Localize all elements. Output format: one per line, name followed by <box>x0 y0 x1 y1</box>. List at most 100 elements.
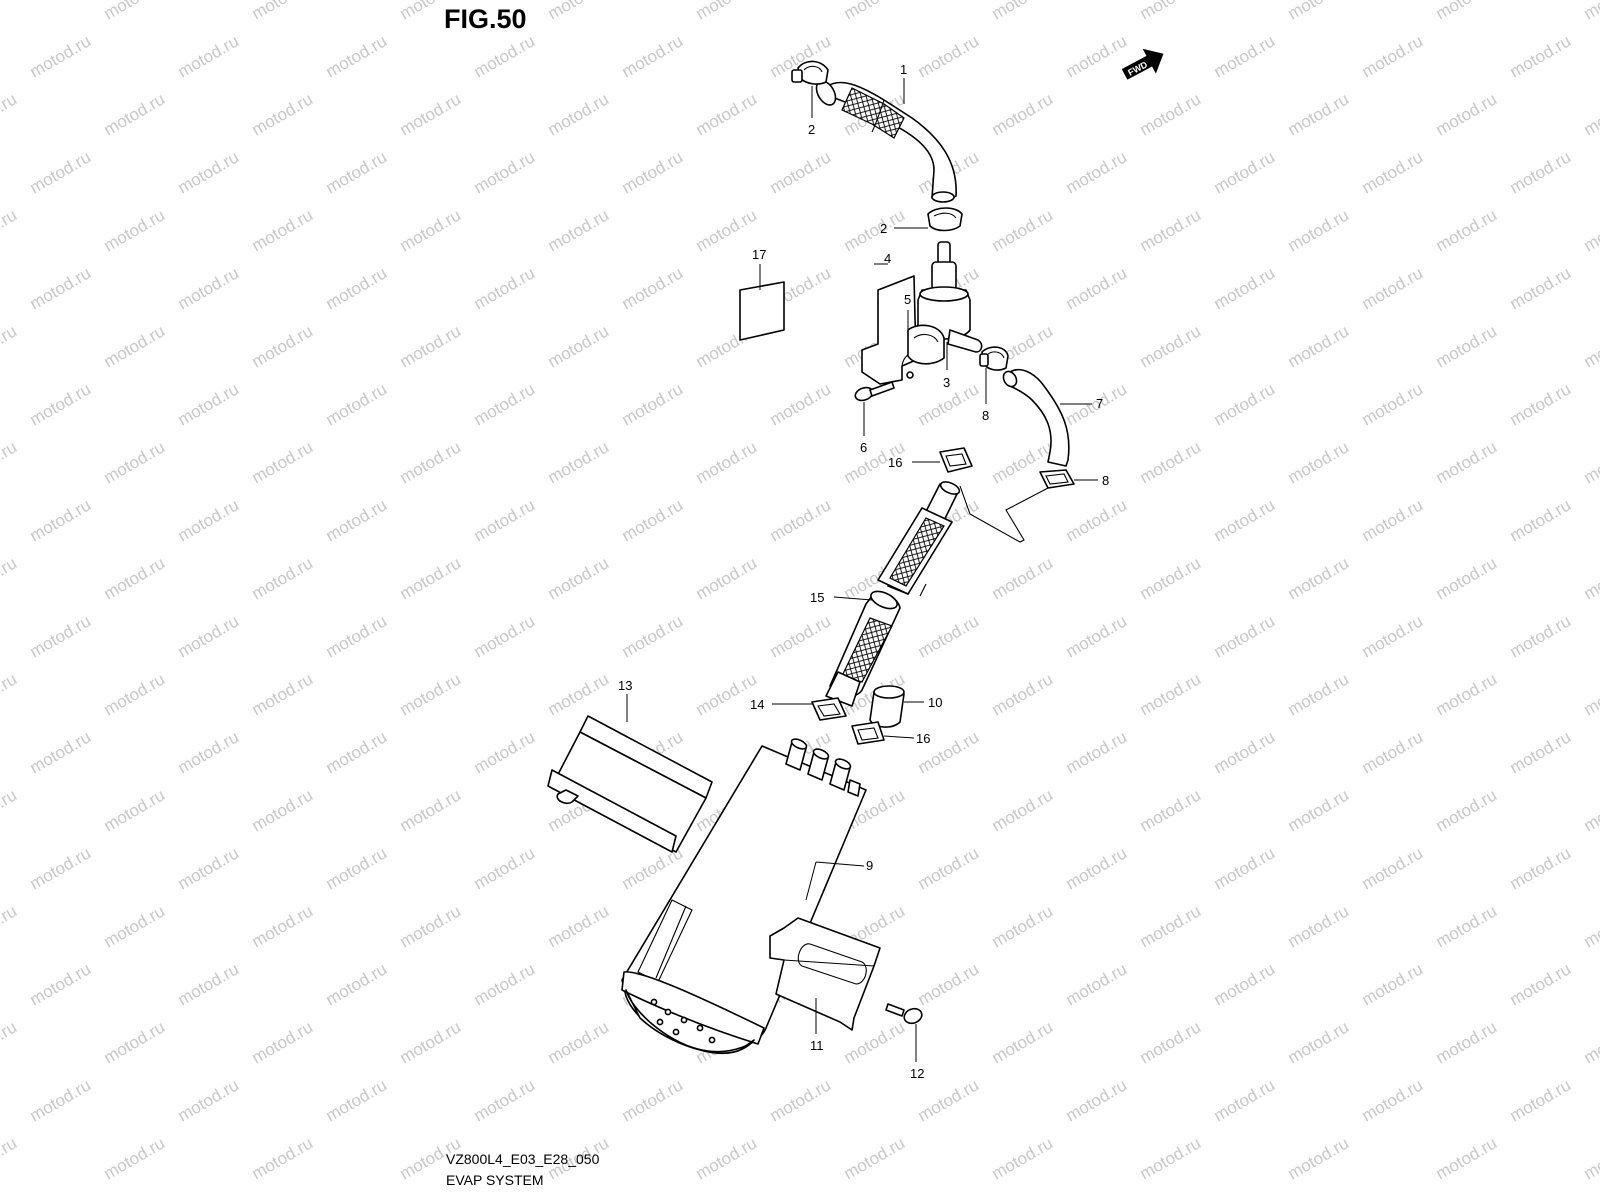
watermark-text: motod.ru <box>1137 785 1205 835</box>
watermark-text: motod.ru <box>175 611 243 661</box>
watermark-text: motod.ru <box>175 495 243 545</box>
part-1-hose <box>815 80 957 203</box>
watermark-text: motod.ru <box>693 0 761 23</box>
watermark-text: motod.ru <box>1285 205 1353 255</box>
watermark-text: motod.ru <box>0 205 20 255</box>
callout-1: 1 <box>900 62 907 77</box>
watermark-text: motod.ru <box>101 553 169 603</box>
watermark-text: motod.ru <box>0 89 20 139</box>
watermark-text: motod.ru <box>1285 1017 1353 1067</box>
watermark-text: motod.ru <box>1359 379 1427 429</box>
watermark-text: motod.ru <box>767 379 835 429</box>
watermark-text: motod.ru <box>0 0 20 23</box>
leader-lines <box>626 78 1098 1062</box>
watermark-text: motod.ru <box>1063 495 1131 545</box>
part-14-clamp <box>811 697 847 721</box>
watermark-text: motod.ru <box>323 959 391 1009</box>
watermark-text: motod.ru <box>323 263 391 313</box>
watermark-text: motod.ru <box>1137 553 1205 603</box>
callout-16-lower: 16 <box>916 731 930 746</box>
watermark-text: motod.ru <box>397 437 465 487</box>
watermark-text: motod.ru <box>249 1133 317 1183</box>
watermark-text: motod.ru <box>1063 843 1131 893</box>
callout-7: 7 <box>1096 396 1103 411</box>
part-16-clamp-lower <box>851 721 885 745</box>
watermark-text: motod.ru <box>1137 669 1205 719</box>
watermark-text: motod.ru <box>1433 437 1501 487</box>
watermark-text: motod.ru <box>249 1017 317 1067</box>
watermark-text: motod.ru <box>0 785 20 835</box>
watermark-text: motod.ru <box>323 31 391 81</box>
watermark-text: motod.ru <box>693 1133 761 1183</box>
watermark-text: motod.ru <box>545 205 613 255</box>
watermark-text: motod.ru <box>619 495 687 545</box>
watermark-text: motod.ru <box>323 379 391 429</box>
part-17-label <box>739 281 785 341</box>
watermark-text: motod.ru <box>1507 31 1575 81</box>
watermark-text: motod.ru <box>101 669 169 719</box>
watermark-text: motod.ru <box>1285 437 1353 487</box>
watermark-text: motod.ru <box>545 553 613 603</box>
watermark-text: motod.ru <box>915 611 983 661</box>
watermark-text: motod.ru <box>767 147 835 197</box>
watermark-text: motod.ru <box>1285 785 1353 835</box>
callout-15: 15 <box>810 590 824 605</box>
watermark-text: motod.ru <box>619 263 687 313</box>
callout-6: 6 <box>860 440 867 455</box>
watermark-text: motod.ru <box>101 785 169 835</box>
watermark-text: motod.ru <box>323 727 391 777</box>
watermark-text: motod.ru <box>1507 147 1575 197</box>
watermark-text: motod.ru <box>323 1075 391 1125</box>
watermark-text: motod.ru <box>397 1017 465 1067</box>
watermark-text: motod.ru <box>1359 263 1427 313</box>
watermark-text: motod.ru <box>1137 89 1205 139</box>
callout-14: 14 <box>750 697 764 712</box>
watermark-text: motod.ru <box>1359 31 1427 81</box>
watermark-text: motod.ru <box>841 0 909 23</box>
watermark-text: motod.ru <box>27 1075 95 1125</box>
watermark-text: motod.ru <box>1063 611 1131 661</box>
watermark-text: motod.ru <box>1507 959 1575 1009</box>
watermark-text: motod.ru <box>1581 553 1600 603</box>
watermark-text: motod.ru <box>249 669 317 719</box>
watermark-text: motod.ru <box>1137 321 1205 371</box>
watermark-text: motod.ru <box>1359 843 1427 893</box>
watermark-text: motod.ru <box>1507 611 1575 661</box>
part-2-clamp-upper <box>791 60 829 85</box>
watermark-text: motod.ru <box>619 31 687 81</box>
watermark-text: motod.ru <box>175 31 243 81</box>
callout-10: 10 <box>928 695 942 710</box>
watermark-text: motod.ru <box>471 611 539 661</box>
watermark-text: motod.ru <box>1433 205 1501 255</box>
watermark-text: motod.ru <box>471 495 539 545</box>
watermark-text: motod.ru <box>101 1017 169 1067</box>
watermark-text: motod.ru <box>175 147 243 197</box>
watermark-text: motod.ru <box>1581 89 1600 139</box>
watermark-text: motod.ru <box>323 147 391 197</box>
routing-line <box>959 485 1049 543</box>
watermark-text: motod.ru <box>1285 1133 1353 1183</box>
watermark-text: motod.ru <box>1433 321 1501 371</box>
watermark-text: motod.ru <box>0 553 20 603</box>
part-15-hose-lower <box>825 590 901 707</box>
watermark-text: motod.ru <box>1211 31 1279 81</box>
watermark-text: motod.ru <box>989 89 1057 139</box>
watermark-text: motod.ru <box>1359 611 1427 661</box>
watermark-text: motod.ru <box>1507 495 1575 545</box>
watermark-text: motod.ru <box>1359 147 1427 197</box>
watermark-text: motod.ru <box>1581 437 1600 487</box>
part-5-clip <box>907 324 945 365</box>
callout-17: 17 <box>752 247 766 262</box>
watermark-text: motod.ru <box>915 31 983 81</box>
watermark-text: motod.ru <box>1211 147 1279 197</box>
watermark-text: motod.ru <box>1581 321 1600 371</box>
watermark-text: motod.ru <box>249 785 317 835</box>
watermark-text: motod.ru <box>175 263 243 313</box>
watermark-text: motod.ru <box>1285 321 1353 371</box>
watermark-text: motod.ru <box>1285 901 1353 951</box>
watermark-text: motod.ru <box>1581 901 1600 951</box>
watermark-text: motod.ru <box>471 31 539 81</box>
watermark-text: motod.ru <box>397 89 465 139</box>
callout-2-upper: 2 <box>808 122 815 137</box>
